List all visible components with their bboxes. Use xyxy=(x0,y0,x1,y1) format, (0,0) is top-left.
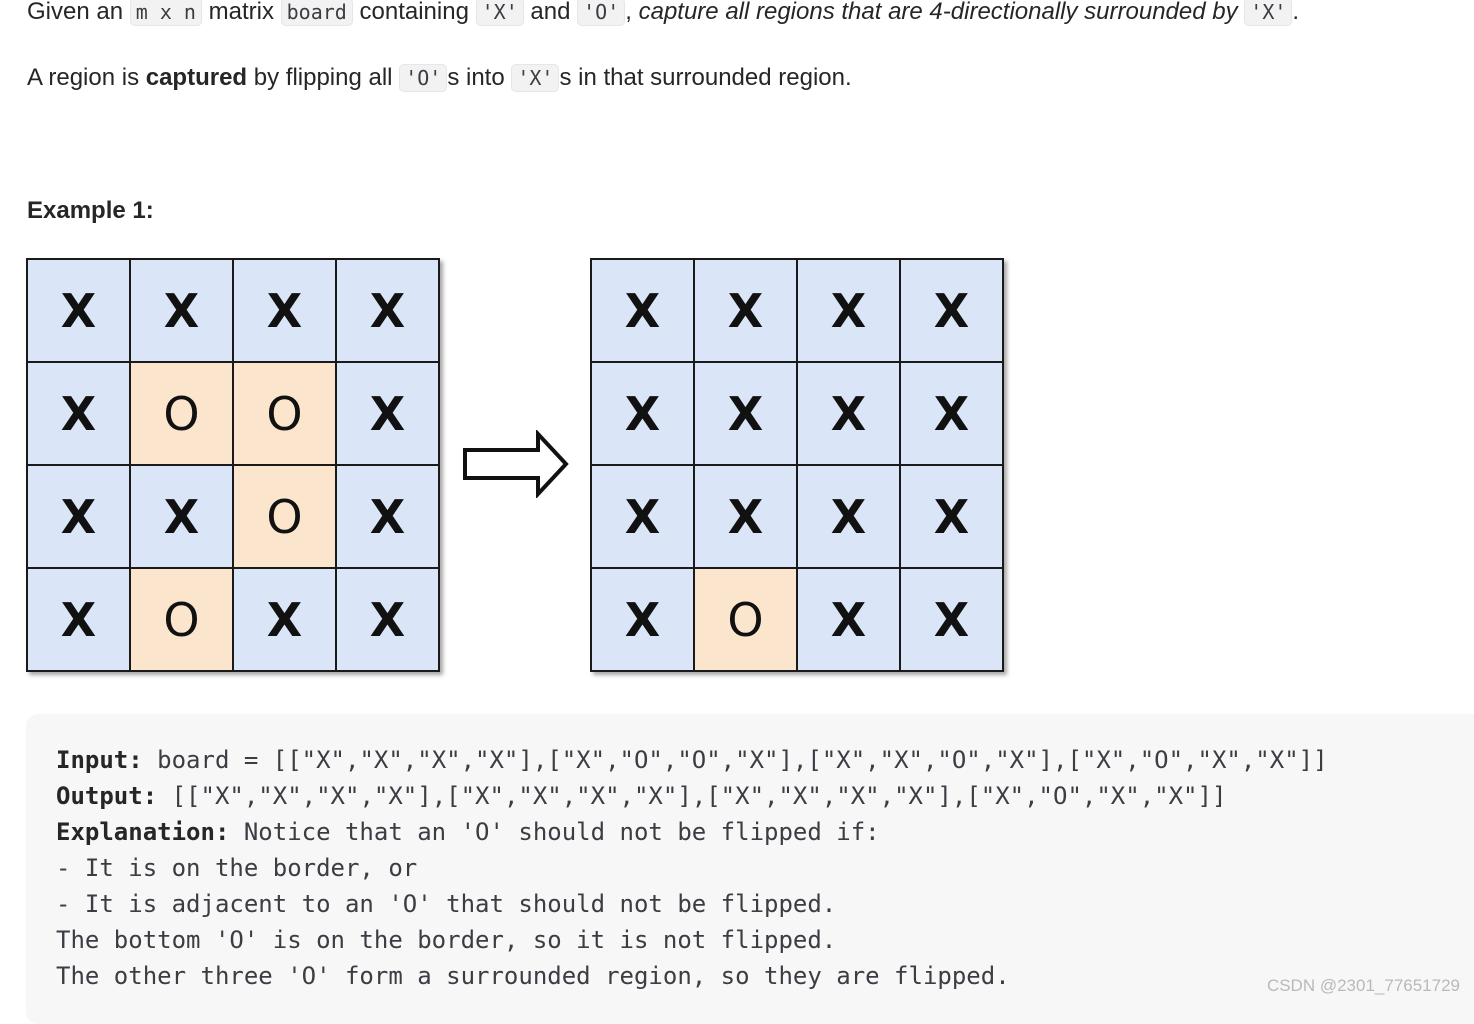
board-cell: O xyxy=(234,466,335,567)
example-title: Example 1: xyxy=(27,197,154,224)
explanation-line: Explanation: Notice that an 'O' should n… xyxy=(56,814,880,850)
board-cell: X xyxy=(28,569,129,670)
statement-emphasis: capture all regions that are 4-direction… xyxy=(638,0,1238,25)
board-cell: X xyxy=(695,260,796,361)
board-cell: X xyxy=(131,260,232,361)
capture-definition: A region is captured by flipping all 'O'… xyxy=(27,62,852,94)
board-cell: X xyxy=(798,363,899,464)
explanation-value: Notice that an 'O' should not be flipped… xyxy=(229,818,880,846)
board-cell: X xyxy=(695,363,796,464)
board-cell: X xyxy=(234,260,335,361)
board-cell: X xyxy=(28,466,129,567)
statement-text: containing xyxy=(352,0,476,25)
watermark: CSDN @2301_77651729 xyxy=(1266,976,1460,995)
definition-text: by flipping all xyxy=(247,64,400,91)
board-cell: X xyxy=(337,260,438,361)
board-cell: X xyxy=(131,466,232,567)
board-cell: X xyxy=(337,569,438,670)
statement-text: matrix xyxy=(201,0,281,25)
inline-code-x: 'X' xyxy=(1244,0,1293,26)
board-cell: X xyxy=(798,569,899,670)
board-cell: O xyxy=(695,569,796,670)
inline-code-mxn: m x n xyxy=(129,0,202,26)
statement-text: and xyxy=(523,0,578,25)
input-line: Input: board = [["X","X","X","X"],["X","… xyxy=(56,742,1328,778)
output-label: Output: xyxy=(56,782,158,810)
input-value: board = [["X","X","X","X"],["X","O","O",… xyxy=(142,746,1328,774)
board-cell: X xyxy=(901,569,1002,670)
input-label: Input: xyxy=(56,746,143,774)
board-cell: O xyxy=(131,569,232,670)
board-cell: X xyxy=(592,466,693,567)
statement-text: Given an xyxy=(27,0,130,25)
inline-code-x: 'X' xyxy=(475,0,524,26)
problem-statement: Given an m x n matrix board containing '… xyxy=(27,0,1299,28)
board-cell: O xyxy=(234,363,335,464)
output-line: Output: [["X","X","X","X"],["X","X","X",… xyxy=(56,778,1226,814)
inline-code-x: 'X' xyxy=(511,64,560,92)
board-cell: X xyxy=(901,466,1002,567)
definition-bold-term: captured xyxy=(145,64,248,91)
right-arrow-icon xyxy=(463,430,569,498)
board-cell: X xyxy=(695,466,796,567)
board-cell: X xyxy=(28,260,129,361)
board-cell: X xyxy=(798,260,899,361)
board-cell: X xyxy=(901,363,1002,464)
definition-text: s into xyxy=(447,64,512,91)
board-cell: X xyxy=(592,569,693,670)
statement-text: , xyxy=(625,0,639,25)
output-value: [["X","X","X","X"],["X","X","X","X"],["X… xyxy=(157,782,1227,810)
explanation-item: The other three 'O' form a surrounded re… xyxy=(56,962,1010,990)
definition-text: s in that surrounded region. xyxy=(559,64,852,91)
board-cell: X xyxy=(234,569,335,670)
board-cell: X xyxy=(592,363,693,464)
board-cell: X xyxy=(28,363,129,464)
inline-code-o: 'O' xyxy=(577,0,626,26)
board-cell: X xyxy=(798,466,899,567)
board-cell: X xyxy=(592,260,693,361)
statement-text: . xyxy=(1292,0,1300,25)
definition-text: A region is xyxy=(27,64,146,91)
board-cell: X xyxy=(901,260,1002,361)
explanation-item: - It is adjacent to an 'O' that should n… xyxy=(56,890,837,918)
board-cell: X xyxy=(337,363,438,464)
inline-code-o: 'O' xyxy=(399,64,448,92)
explanation-item: The bottom 'O' is on the border, so it i… xyxy=(56,926,837,954)
board-cell: O xyxy=(131,363,232,464)
example-code-block: Input: board = [["X","X","X","X"],["X","… xyxy=(26,714,1474,1024)
board-cell: X xyxy=(337,466,438,567)
explanation-label: Explanation: xyxy=(56,818,230,846)
explanation-item: - It is on the border, or xyxy=(56,854,418,882)
inline-code-board: board xyxy=(280,0,353,26)
